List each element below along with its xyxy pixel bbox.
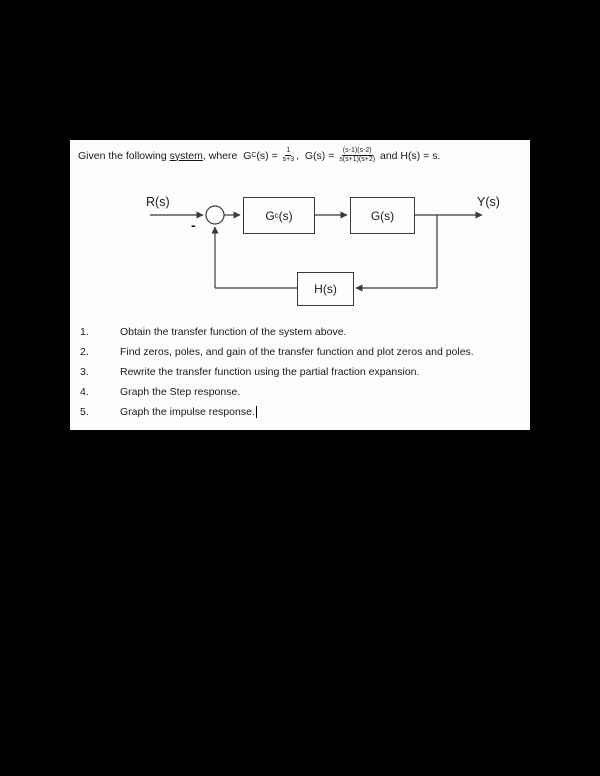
list-item: 4. Graph the Step response.	[80, 386, 530, 399]
fraction-g-numerator: (s-1)(s-2)	[341, 147, 373, 157]
list-item: 5. Graph the impulse response.	[80, 406, 530, 419]
statement-suffix: and H(s) = s.	[377, 149, 441, 162]
list-item: 3. Rewrite the transfer function using t…	[80, 366, 530, 379]
g-block-label: G(s)	[370, 208, 395, 223]
list-item-number: 3.	[80, 366, 89, 378]
gc-symbol: G	[243, 149, 252, 162]
list-item-text: Rewrite the transfer function using the …	[120, 366, 420, 378]
statement-comma: ,	[296, 149, 305, 162]
signal-flow-lines	[150, 205, 483, 292]
statement-where: , where	[202, 149, 244, 162]
text-cursor	[255, 406, 257, 418]
gc-block-subscript: c	[274, 211, 279, 220]
flagged-word: system	[169, 149, 203, 162]
gc-subscript: C	[251, 152, 257, 160]
fraction-gc-numerator: 1	[285, 147, 292, 157]
gc-block-args: (s)	[278, 208, 293, 223]
list-item-text: Find zeros, poles, and gain of the trans…	[120, 346, 474, 358]
statement-prefix: Given the following	[78, 149, 170, 162]
feedback-block-h: H(s)	[297, 272, 354, 306]
input-signal-label: R(s)	[146, 195, 170, 209]
minus-sign-label: -	[191, 217, 196, 233]
list-item: 2. Find zeros, poles, and gain of the tr…	[80, 346, 530, 359]
task-list: 1. Obtain the transfer function of the s…	[80, 326, 530, 426]
list-item-text: Obtain the transfer function of the syst…	[120, 326, 347, 338]
list-item-number: 2.	[80, 346, 89, 358]
list-item-text: Graph the Step response.	[120, 386, 241, 398]
output-signal-label: Y(s)	[477, 195, 500, 209]
plant-block-g: G(s)	[350, 197, 415, 234]
list-item: 1. Obtain the transfer function of the s…	[80, 326, 530, 339]
summing-junction	[205, 205, 225, 225]
list-item-text: Graph the impulse response.	[120, 406, 255, 418]
list-item-number: 4.	[80, 386, 89, 398]
fraction-gc-denominator: s+3	[282, 156, 295, 164]
list-item-number: 1.	[80, 326, 89, 338]
h-block-label: H(s)	[314, 282, 337, 296]
g-equals: G(s) =	[304, 149, 338, 162]
gc-block-label: G	[265, 208, 275, 223]
fraction-g: (s-1)(s-2)s(s+1)(s+2)	[339, 147, 375, 164]
list-item-number: 5.	[80, 406, 89, 418]
gc-equals: (s) =	[256, 149, 281, 162]
fraction-g-denominator: s(s+1)(s+2)	[339, 156, 376, 164]
